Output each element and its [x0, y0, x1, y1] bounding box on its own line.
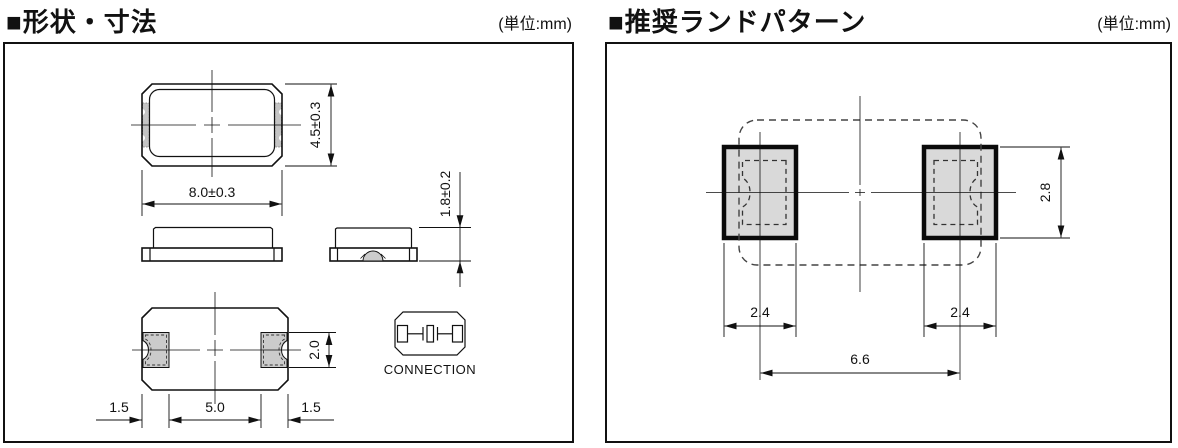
connection-terminal-left	[396, 324, 409, 343]
shape-dimensions-section: ■形状・寸法 (単位:mm)	[3, 7, 574, 443]
dim-label-terminal-width: 2.0	[306, 340, 322, 360]
bottom-view-centerlines	[132, 292, 301, 404]
dim-height: 4.5±0.3	[285, 83, 337, 167]
dim-label-right-pad-width: 2.4	[950, 304, 970, 320]
dim-label-width: 8.0±0.3	[189, 184, 236, 200]
shape-section-frame	[3, 42, 574, 443]
package-outline	[141, 83, 283, 167]
shape-section-unit-label: (単位:mm)	[498, 15, 572, 33]
bottom-view: 2.0 1.5 5.0 1.5	[96, 292, 336, 428]
land-pattern-frame	[605, 42, 1172, 443]
shape-section-title: ■形状・寸法	[6, 7, 158, 37]
dim-label-thickness: 1.8±0.2	[437, 170, 453, 217]
dim-label-terminal-gap: 5.0	[205, 399, 225, 415]
dim-pad-widths: 2.4 2.4	[723, 243, 997, 337]
dim-label-pad-height: 2.8	[1037, 183, 1053, 203]
dim-terminal-chain: 1.5 5.0 1.5	[96, 394, 334, 428]
top-view: 4.5±0.3 8.0±0.3	[131, 70, 337, 216]
connection-outline	[394, 311, 466, 356]
front-view	[141, 226, 283, 262]
land-pattern-title: ■推奨ランドパターン	[608, 7, 866, 37]
dim-pad-height: 2.8	[1000, 146, 1070, 239]
side-view: 1.8±0.2	[329, 170, 471, 287]
connection-label: CONNECTION	[384, 362, 476, 377]
dim-label-pad-pitch: 6.6	[850, 351, 870, 367]
crystal-blank-section	[362, 250, 384, 262]
dim-label-left-terminal: 1.5	[109, 399, 129, 415]
land-pattern-centerlines	[706, 96, 1016, 380]
crystal-symbol	[407, 324, 453, 343]
terminal-footprint-left	[741, 159, 787, 226]
land-pattern-unit-label: (単位:mm)	[1097, 15, 1171, 33]
dim-pad-pitch: 6.6	[760, 351, 960, 377]
dim-thickness: 1.8±0.2	[419, 170, 471, 287]
dim-terminal-width: 2.0	[289, 332, 336, 368]
connection-terminal-right	[451, 324, 464, 343]
dim-label-right-terminal: 1.5	[301, 399, 321, 415]
dim-width: 8.0±0.3	[141, 170, 283, 216]
connection-diagram: CONNECTION	[384, 311, 476, 377]
bottom-outline	[141, 307, 289, 391]
dim-label-height: 4.5±0.3	[307, 101, 323, 148]
land-pattern-section: ■推奨ランドパターン (単位:mm) 2.4 2.4 6.6	[605, 7, 1172, 443]
terminal-footprint-right	[933, 159, 979, 226]
top-view-centerlines	[131, 70, 301, 177]
dim-label-left-pad-width: 2.4	[750, 304, 770, 320]
